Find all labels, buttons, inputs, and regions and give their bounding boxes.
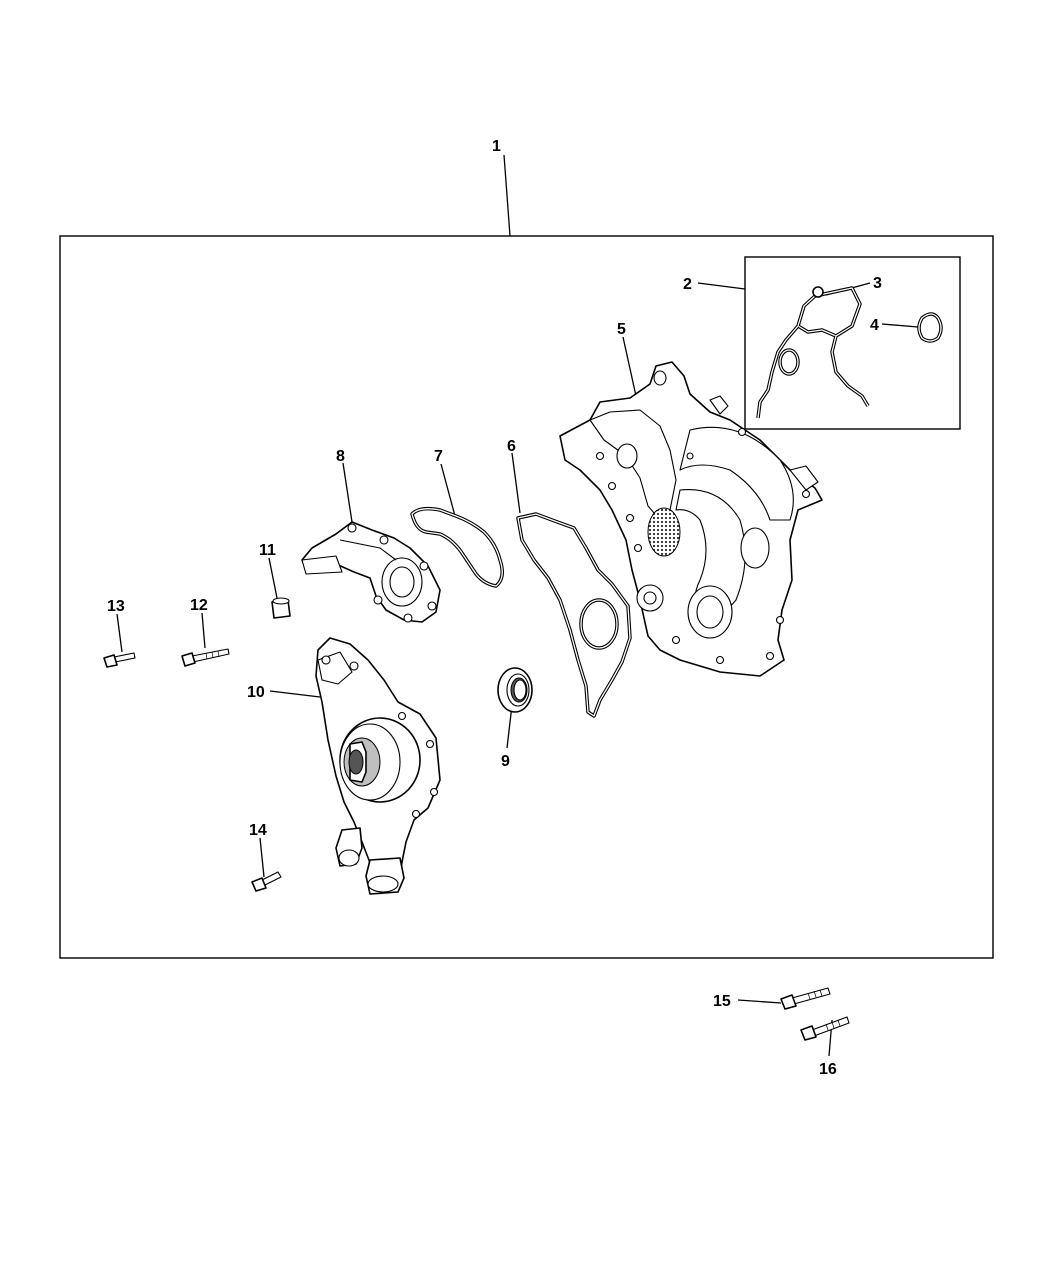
callout-5: 5	[617, 321, 626, 338]
callout-2: 2	[683, 276, 692, 293]
callout-10: 10	[247, 684, 265, 701]
bolt-15-drawing	[780, 987, 831, 1010]
bolt-13-drawing	[103, 652, 136, 668]
callout-12: 12	[190, 597, 208, 614]
dotted-screen	[647, 507, 681, 557]
gasket-kit-frame	[744, 256, 961, 430]
leader-lines	[116, 154, 919, 1057]
callout-1: 1	[492, 138, 501, 155]
kit-frame	[59, 235, 994, 959]
callout-11: 11	[259, 542, 276, 559]
callout-labels: 1 2 3 4 5 6 7 8 9 10 11 12 13 14 15 16	[107, 138, 882, 1078]
callout-7: 7	[434, 448, 443, 465]
pump-housing-8-drawing	[301, 521, 441, 623]
callout-8: 8	[336, 448, 345, 465]
callout-15: 15	[713, 993, 731, 1010]
gasket-kit-drawing	[756, 286, 943, 419]
seal-9-drawing	[497, 667, 533, 713]
bolt-14-drawing	[251, 871, 282, 892]
pump-gasket-6-drawing	[516, 512, 632, 718]
callout-9: 9	[501, 753, 510, 770]
callout-13: 13	[107, 598, 125, 615]
callout-16: 16	[819, 1061, 837, 1078]
gasket-grommet	[812, 286, 824, 298]
spacer-11-drawing	[271, 597, 291, 619]
callout-3: 3	[873, 275, 882, 292]
upper-gasket	[796, 286, 862, 338]
bolt-12-drawing	[181, 648, 230, 667]
pump-gasket-7-drawing	[410, 506, 504, 588]
callout-14: 14	[249, 822, 267, 839]
water-pump-10-drawing	[315, 637, 441, 895]
callout-6: 6	[507, 438, 516, 455]
timing-cover-drawing	[559, 361, 823, 677]
bolt-16-drawing	[800, 1016, 850, 1041]
callout-4: 4	[870, 317, 879, 334]
